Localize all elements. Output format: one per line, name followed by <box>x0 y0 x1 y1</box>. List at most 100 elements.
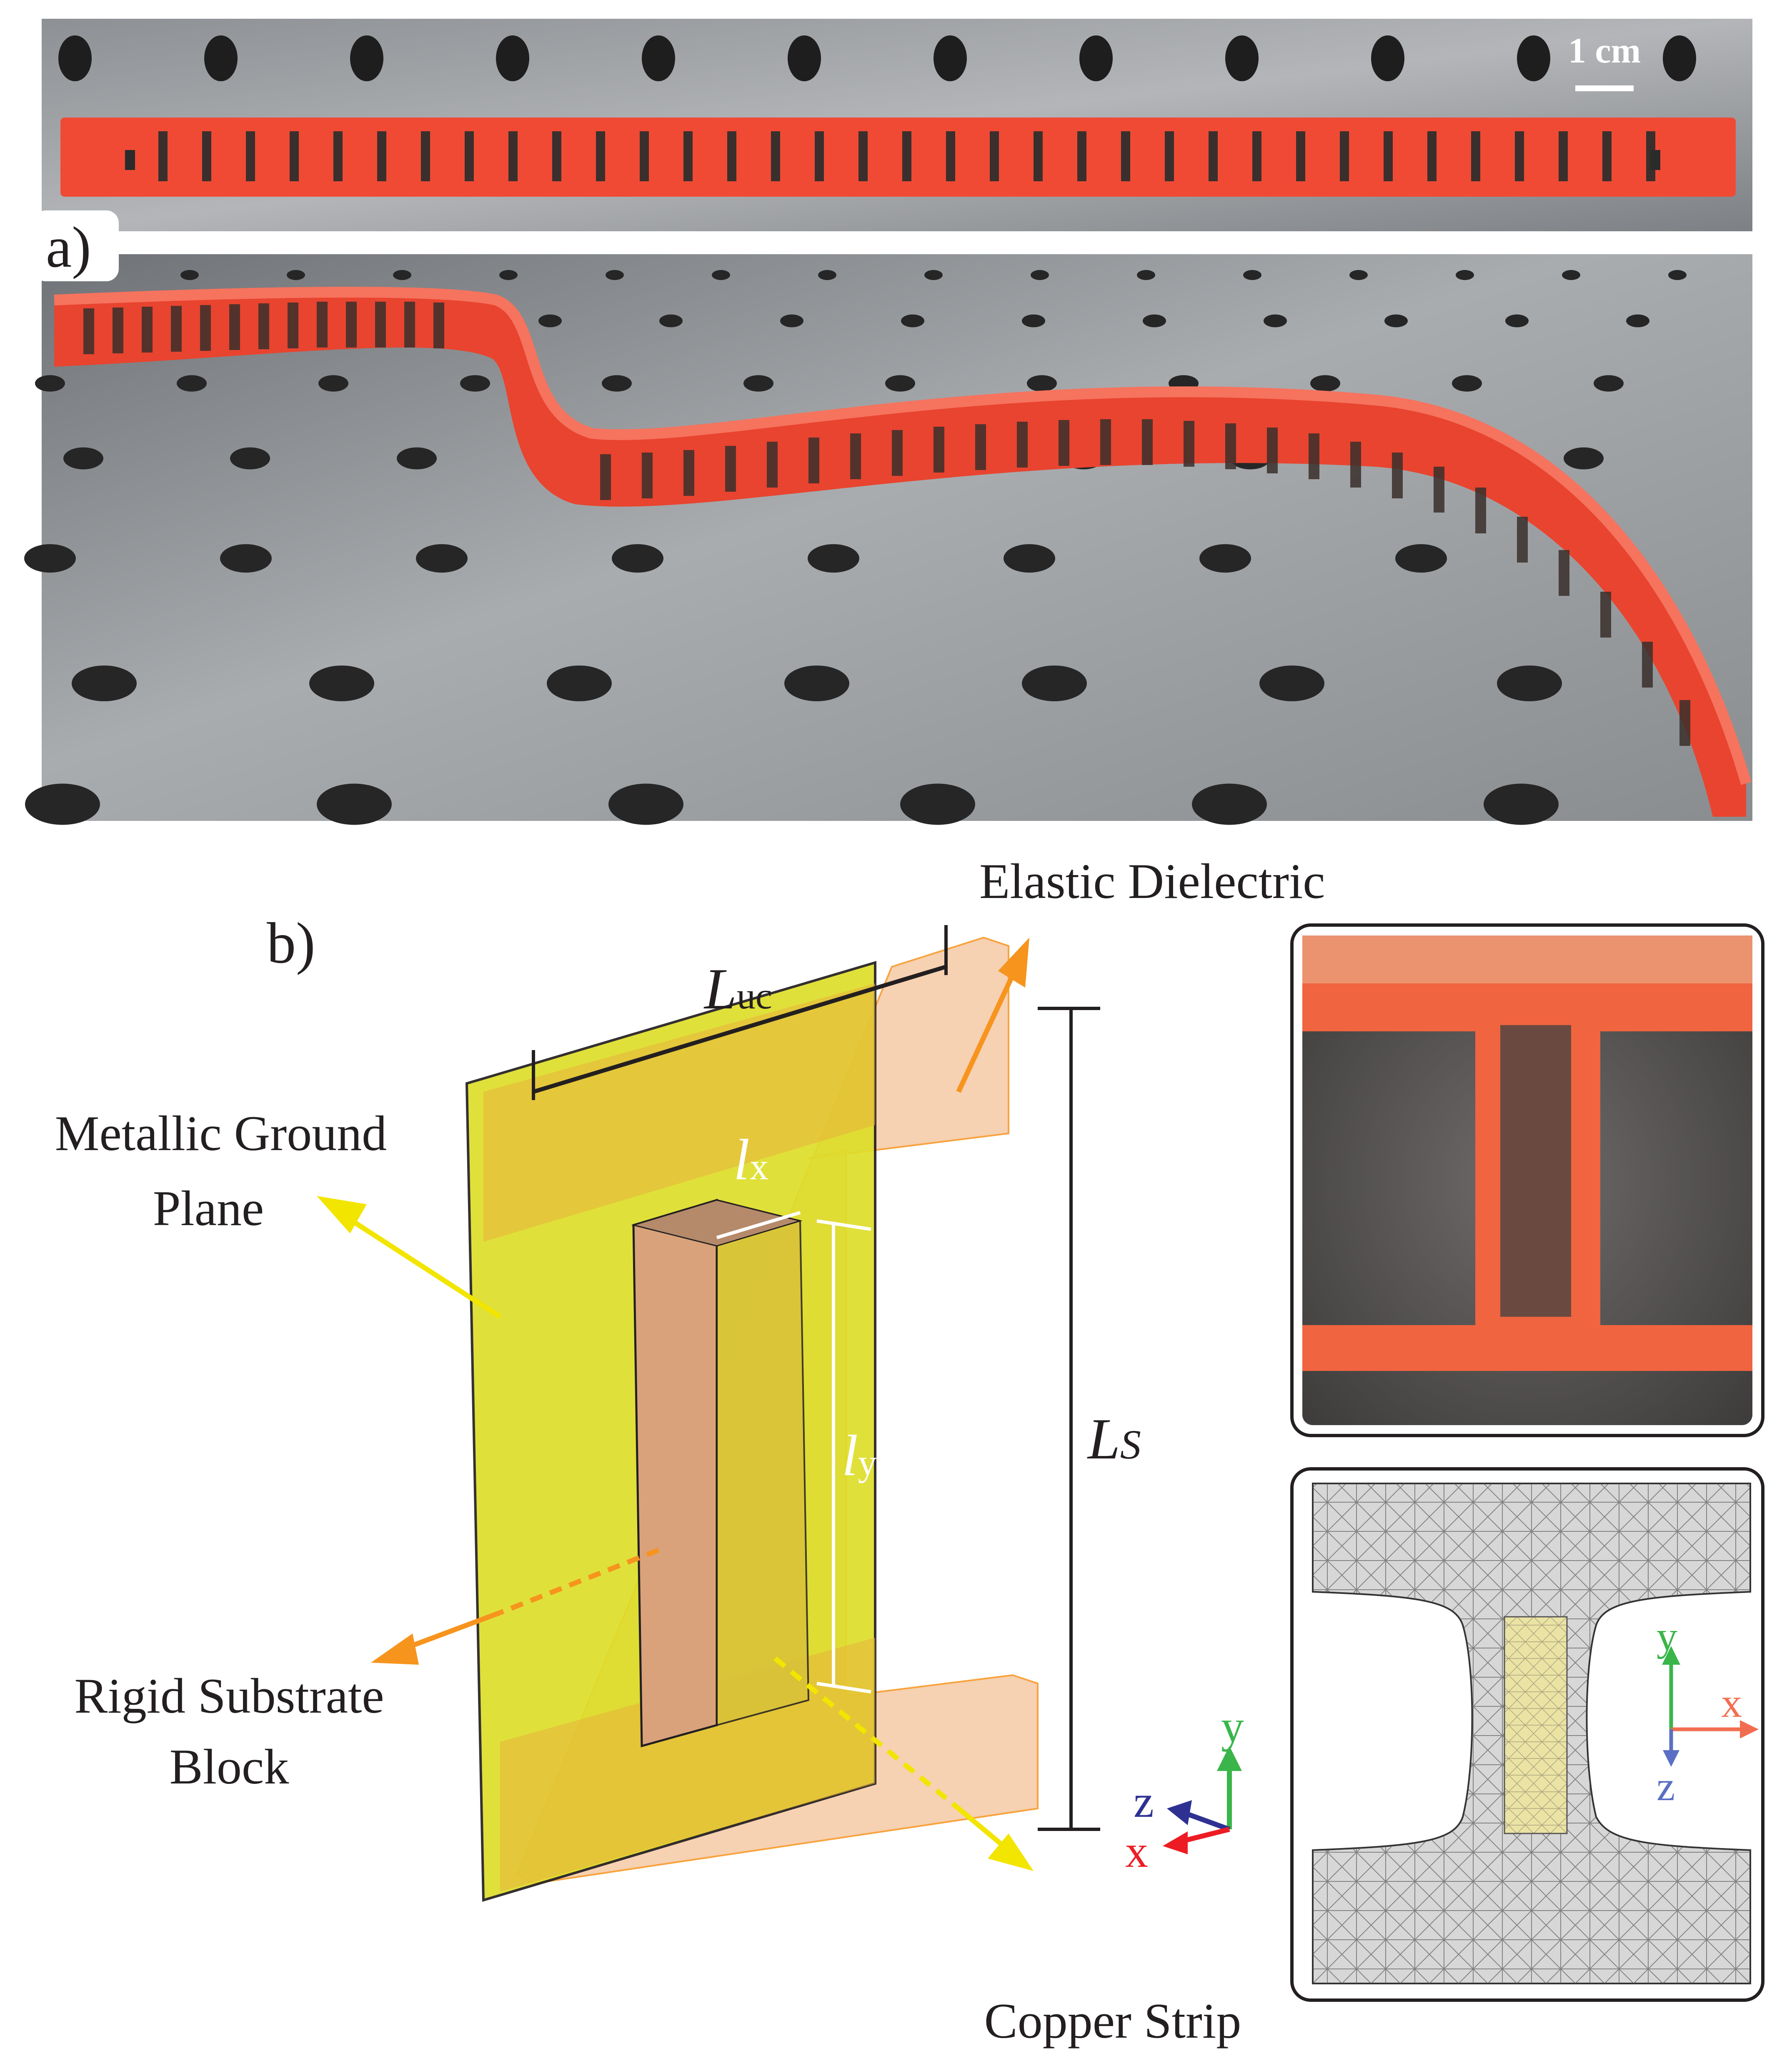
strip-slot <box>113 308 123 353</box>
strip-slot <box>1034 131 1043 181</box>
strip-slot <box>1121 131 1130 181</box>
scale-bar-label: 1 cm <box>1568 30 1641 70</box>
table-hole <box>35 375 65 392</box>
strip-slot <box>465 131 474 181</box>
table-hole <box>901 314 924 328</box>
strip-slot <box>200 305 211 351</box>
red-strip-curved <box>54 292 1746 817</box>
strip-slot <box>902 131 911 181</box>
strip-slot <box>1515 131 1524 181</box>
ls-sub: S <box>1120 1421 1141 1468</box>
table-hole <box>1663 35 1696 81</box>
table-holes-top <box>58 35 1696 81</box>
table-hole <box>204 35 238 81</box>
copper-strip <box>631 1198 810 1748</box>
strip-slot <box>600 454 611 500</box>
table-hole <box>1225 35 1259 81</box>
axis-y-label-main: y <box>1221 1701 1244 1752</box>
luc-main: L <box>703 957 737 1021</box>
strip-slot <box>1209 131 1218 181</box>
strip-slot <box>727 131 736 181</box>
photo-curved-strip <box>24 254 1752 825</box>
table-hole <box>177 375 207 392</box>
label-metallic-ground-plane-2: Plane <box>153 1181 264 1236</box>
table-hole <box>1192 783 1267 825</box>
table-hole <box>1456 270 1474 280</box>
table-hole <box>1079 35 1113 81</box>
table-hole <box>1031 270 1049 280</box>
scale-bar <box>1575 85 1634 91</box>
strip-slot <box>1225 423 1236 469</box>
svg-text:Luc: Luc <box>703 957 772 1021</box>
strip-slot <box>1059 420 1069 466</box>
table-hole <box>934 35 967 81</box>
strip-slots-flat <box>125 131 1660 181</box>
strip-slot <box>934 427 944 473</box>
svg-text:LS: LS <box>1087 1407 1141 1471</box>
strip-slot <box>125 150 135 170</box>
table-hole <box>818 270 836 280</box>
table-hole <box>309 665 374 701</box>
strip-slot <box>508 131 518 181</box>
table-hole <box>1505 314 1529 328</box>
table-hole <box>808 544 859 573</box>
strip-slot <box>433 303 444 348</box>
table-hole <box>287 270 305 280</box>
table-hole <box>1004 544 1055 573</box>
dimension-lx: lx <box>716 1128 801 1239</box>
strip-slot <box>946 131 955 181</box>
strip-top-edge <box>54 287 1752 785</box>
table-hole <box>659 314 683 328</box>
strip-slot <box>1650 150 1660 170</box>
label-elastic-dielectric: Elastic Dielectric <box>979 853 1325 909</box>
strip-slot <box>640 131 649 181</box>
table-hole <box>642 35 675 81</box>
strip-slot <box>552 131 561 181</box>
table-hole <box>63 447 103 470</box>
table-hole <box>1243 270 1261 280</box>
red-strip-flat <box>60 118 1736 197</box>
table-hole <box>538 314 562 328</box>
panel-a-label-box <box>33 210 119 281</box>
strip-slot <box>975 424 986 470</box>
table-hole <box>72 665 137 701</box>
strip-slot <box>1165 131 1174 181</box>
table-hole <box>924 270 943 280</box>
strip-slot <box>171 306 182 352</box>
inset-photo-unit-cell <box>1290 923 1764 1437</box>
strip-slot <box>1392 453 1403 498</box>
strip-slot <box>725 446 736 492</box>
table-hole <box>1371 35 1404 81</box>
table-hole <box>416 544 468 573</box>
strip-slot <box>229 304 240 350</box>
axis-x-label-mesh: x <box>1721 1680 1742 1726</box>
svg-text:ly: ly <box>842 1423 877 1488</box>
strip-slot <box>317 302 328 348</box>
strip-slot <box>1142 419 1153 465</box>
table-hole <box>602 375 632 392</box>
table-hole <box>547 665 612 701</box>
strip-slot <box>1267 428 1278 473</box>
dimension-ly: ly <box>816 1219 877 1693</box>
axes-triad-main: y z x <box>1125 1701 1244 1877</box>
table-hole <box>612 544 663 573</box>
table-hole <box>743 375 773 392</box>
table-hole <box>496 35 529 81</box>
strip-slot <box>83 308 94 354</box>
strip-slot <box>1434 467 1444 513</box>
table-hole <box>1564 447 1604 470</box>
strip-slot <box>246 131 255 181</box>
panel-a: 1 cm a) <box>24 19 1752 825</box>
table-hole <box>230 447 270 470</box>
strip-slots-curved <box>83 302 1690 746</box>
strip-slot <box>1252 131 1261 181</box>
axis-x-label-main: x <box>1125 1826 1148 1877</box>
table-hole <box>1143 314 1166 328</box>
strip-slot <box>1475 488 1486 533</box>
strip-slot <box>1471 131 1480 181</box>
label-copper-strip: Copper Strip <box>984 1993 1241 2048</box>
strip-slot <box>815 131 824 181</box>
table-hole <box>1199 544 1251 573</box>
strip-slot <box>1077 131 1086 181</box>
table-hole <box>180 270 199 280</box>
